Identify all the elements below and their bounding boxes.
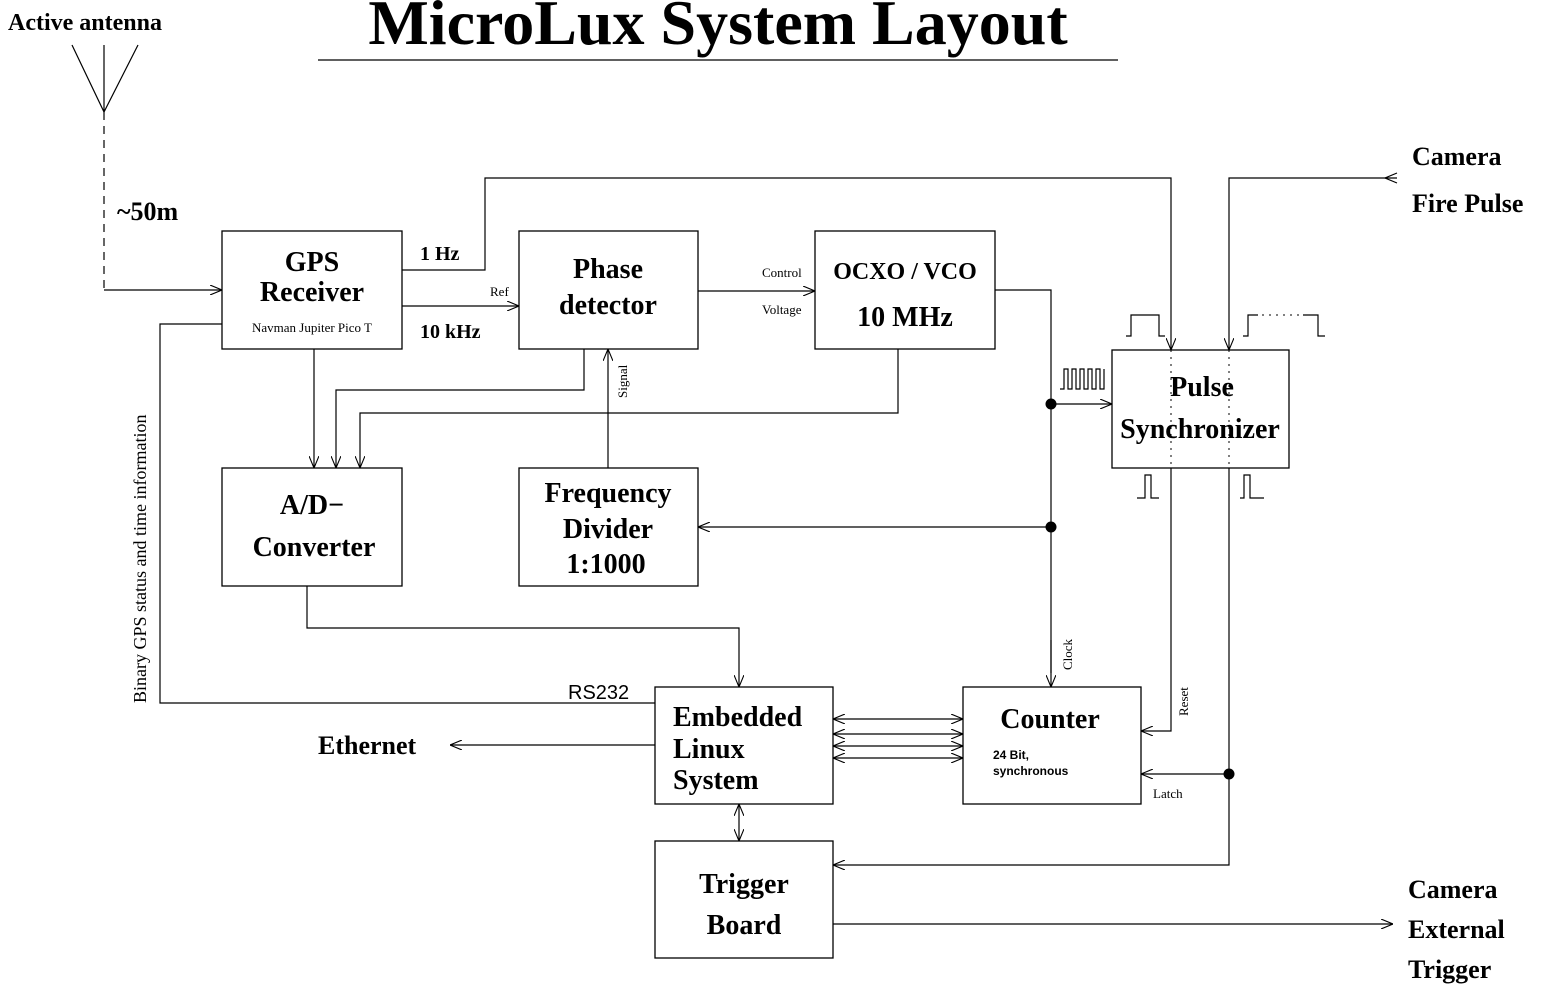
page-title: MicroLux System Layout	[368, 0, 1068, 58]
counter-title: Counter	[1000, 704, 1100, 735]
wire-adc-to-embedded	[306, 586, 739, 687]
ocxo-title-line1: OCXO / VCO	[833, 259, 977, 285]
wire-1hz	[402, 177, 1171, 350]
label-camera-ext-3: Trigger	[1408, 955, 1491, 984]
ocxo-title-line2: 10 MHz	[857, 302, 953, 333]
wire-10mhz-bus	[995, 289, 1052, 673]
counter-sub-line2: synchronous	[993, 764, 1069, 778]
counter-block: Counter 24 Bit, synchronous	[962, 686, 1142, 805]
label-rs232: RS232	[568, 682, 629, 704]
gps-receiver-block: GPS Receiver Navman Jupiter Pico T	[221, 230, 403, 350]
label-ref: Ref	[490, 284, 509, 299]
label-control: Control	[762, 265, 802, 280]
trigger-title-line1: Trigger	[699, 869, 789, 900]
wire-latch	[833, 468, 1230, 865]
pulse-out-icon-2	[1240, 474, 1264, 499]
pulse-synchronizer-block: Pulse Synchronizer	[1111, 349, 1290, 469]
pulse-train-end	[1303, 314, 1325, 337]
cable-length-label: ~50m	[117, 197, 179, 226]
square-wave-icon	[1060, 368, 1105, 390]
label-ethernet: Ethernet	[318, 731, 417, 760]
counter-sub-line1: 24 Bit,	[993, 748, 1029, 762]
phase-title-line1: Phase	[573, 254, 643, 285]
fire-pulse-arrowhead	[1383, 172, 1398, 184]
label-binary-gps: Binary GPS status and time information	[130, 415, 150, 703]
ad-converter-block: A/D− Converter	[221, 467, 403, 587]
divider-title-line2: Divider	[563, 514, 653, 545]
wire-rs232	[159, 323, 655, 704]
gps-title-line1: GPS	[285, 247, 339, 278]
ocxo-vco-block: OCXO / VCO 10 MHz	[814, 230, 996, 350]
divider-title-line1: Frequency	[544, 478, 671, 509]
wire-reset	[1141, 468, 1172, 731]
label-camera-ext-1: Camera	[1408, 875, 1498, 904]
divider-title-line3: 1:1000	[566, 549, 645, 580]
label-signal: Signal	[615, 364, 630, 398]
junction-dot-1	[1045, 398, 1057, 410]
pulse-title-line2: Synchronizer	[1120, 414, 1280, 445]
label-voltage: Voltage	[762, 302, 802, 317]
antenna-icon	[71, 44, 139, 114]
trigger-title-line2: Board	[707, 910, 782, 941]
adc-title-line1: A/D−	[280, 490, 344, 521]
pulse-out-icon-1	[1137, 474, 1159, 499]
label-camera-fire-2: Fire Pulse	[1412, 189, 1523, 218]
wire-phase-to-adc	[336, 349, 585, 468]
pulse-wide-icon	[1126, 314, 1165, 337]
trigger-board-block: Trigger Board	[654, 840, 834, 959]
pulse-train-icon	[1243, 314, 1258, 337]
phase-detector-block: Phase detector	[518, 230, 699, 350]
label-camera-ext-2: External	[1408, 915, 1505, 944]
wire-ocxo-to-adc	[360, 349, 899, 468]
wire-fire-pulse	[1229, 177, 1397, 350]
embedded-title-line3: System	[673, 765, 759, 796]
embedded-title-line1: Embedded	[673, 702, 803, 733]
label-clock: Clock	[1060, 638, 1075, 670]
junction-dot-3	[1223, 768, 1235, 780]
gps-model-label: Navman Jupiter Pico T	[252, 320, 372, 335]
embedded-title-line2: Linux	[673, 734, 745, 765]
gps-title-line2: Receiver	[260, 277, 364, 308]
label-1hz: 1 Hz	[420, 243, 460, 265]
label-latch: Latch	[1153, 786, 1183, 801]
antenna-label: Active antenna	[8, 10, 162, 36]
embedded-linux-block: Embedded Linux System	[654, 686, 834, 805]
phase-title-line2: detector	[559, 290, 657, 321]
label-reset: Reset	[1176, 687, 1191, 716]
label-camera-fire-1: Camera	[1412, 142, 1502, 171]
frequency-divider-block: Frequency Divider 1:1000	[518, 467, 699, 587]
pulse-title-line1: Pulse	[1170, 372, 1234, 403]
adc-title-line2: Converter	[253, 532, 376, 563]
label-10khz: 10 kHz	[420, 321, 481, 343]
junction-dot-2	[1045, 521, 1057, 533]
